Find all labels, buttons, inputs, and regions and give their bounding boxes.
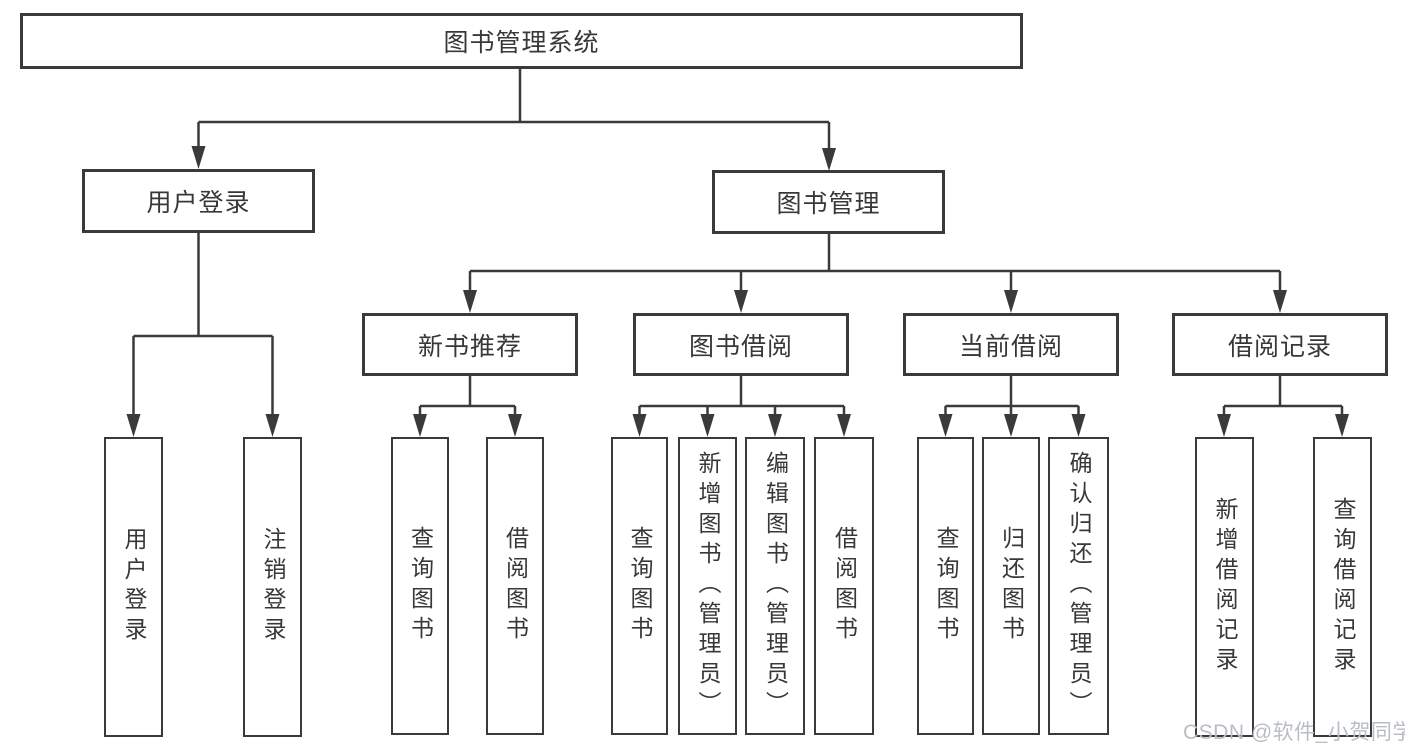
arrowhead xyxy=(1335,414,1349,437)
leaf-query-books-borrow: 查询图书 xyxy=(611,437,668,735)
arrowhead xyxy=(734,290,748,313)
arrowhead xyxy=(1004,414,1018,437)
node-current-borrow: 当前借阅 xyxy=(903,313,1119,376)
arrowhead xyxy=(768,414,782,437)
leaf-confirm-return-admin: 确认归还（管理员） xyxy=(1048,437,1109,735)
node-new-book-recommend: 新书推荐 xyxy=(362,313,578,376)
arrowhead xyxy=(508,414,522,437)
arrowhead xyxy=(413,414,427,437)
node-book-borrow: 图书借阅 xyxy=(633,313,849,376)
arrowhead xyxy=(700,414,715,437)
leaf-logout: 注销登录 xyxy=(243,437,302,737)
leaf-query-borrow-record: 查询借阅记录 xyxy=(1313,437,1372,737)
node-book-management: 图书管理 xyxy=(712,170,945,234)
leaf-query-books-recommend: 查询图书 xyxy=(391,437,449,735)
leaf-edit-book-admin: 编辑图书（管理员） xyxy=(745,437,805,735)
arrowhead xyxy=(1004,290,1018,313)
arrowhead xyxy=(191,146,206,169)
tree-connector-path xyxy=(132,69,1344,419)
leaf-query-books-current: 查询图书 xyxy=(917,437,974,735)
leaf-add-borrow-record: 新增借阅记录 xyxy=(1195,437,1254,737)
arrowhead xyxy=(837,414,851,437)
arrowhead xyxy=(265,414,280,437)
leaf-borrow-books: 借阅图书 xyxy=(814,437,874,735)
leaf-user-login: 用户登录 xyxy=(104,437,163,737)
node-root: 图书管理系统 xyxy=(20,13,1023,69)
arrowheads xyxy=(126,146,1349,437)
arrowhead xyxy=(126,414,141,437)
arrowhead xyxy=(822,148,836,171)
leaf-return-books: 归还图书 xyxy=(982,437,1040,735)
watermark-text: CSDN @软件_小贺同学 xyxy=(1183,721,1405,744)
leaf-add-book-admin: 新增图书（管理员） xyxy=(678,437,737,735)
leaf-borrow-books-recommend: 借阅图书 xyxy=(486,437,544,735)
arrowhead xyxy=(938,414,953,437)
arrowhead xyxy=(1071,414,1086,437)
arrowhead xyxy=(463,290,477,313)
node-user-login-branch: 用户登录 xyxy=(82,169,315,233)
arrowhead xyxy=(1273,290,1287,313)
arrowhead xyxy=(632,414,647,437)
arrowhead xyxy=(1217,414,1231,437)
node-borrow-records: 借阅记录 xyxy=(1172,313,1388,376)
